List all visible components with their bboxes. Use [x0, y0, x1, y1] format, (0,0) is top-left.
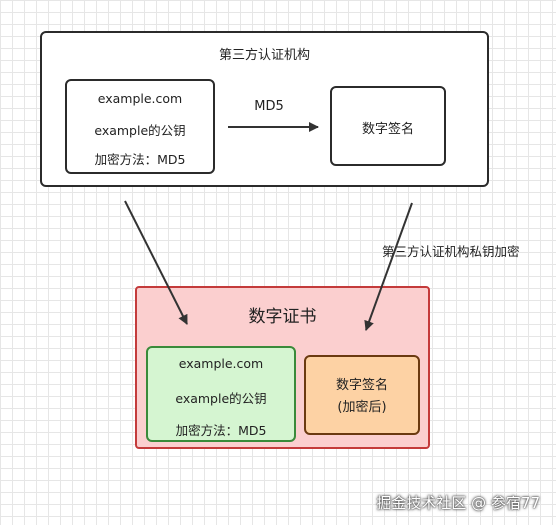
authority-info-public-key: example的公钥: [94, 123, 186, 138]
authority-signature-label: 数字签名: [361, 122, 414, 137]
certificate-info-box: [146, 346, 296, 442]
md5-label: MD5: [254, 99, 284, 114]
certificate-title: 数字证书: [248, 307, 317, 327]
certificate-info-public-key: example的公钥: [175, 391, 267, 406]
certificate-info-domain: example.com: [178, 356, 264, 371]
encrypt-label: 第三方认证机构私钥加密: [382, 244, 520, 259]
authority-title: 第三方认证机构: [218, 48, 310, 63]
certificate-info-method: 加密方法：MD5: [175, 423, 267, 438]
certificate-signature-note: (加密后): [337, 400, 387, 415]
info-to-certificate-arrow: [124, 200, 188, 325]
watermark: 掘金技术社区 @ 参宿77: [376, 494, 540, 512]
authority-signature-box: [330, 86, 446, 166]
authority-info-domain: example.com: [97, 91, 183, 106]
authority-info-box: [65, 79, 215, 174]
certificate-signature-label: 数字签名: [335, 378, 388, 393]
certificate-signature-box: [304, 355, 420, 435]
signature-to-certificate-arrow: [364, 202, 413, 331]
authority-info-method: 加密方法：MD5: [94, 152, 186, 167]
